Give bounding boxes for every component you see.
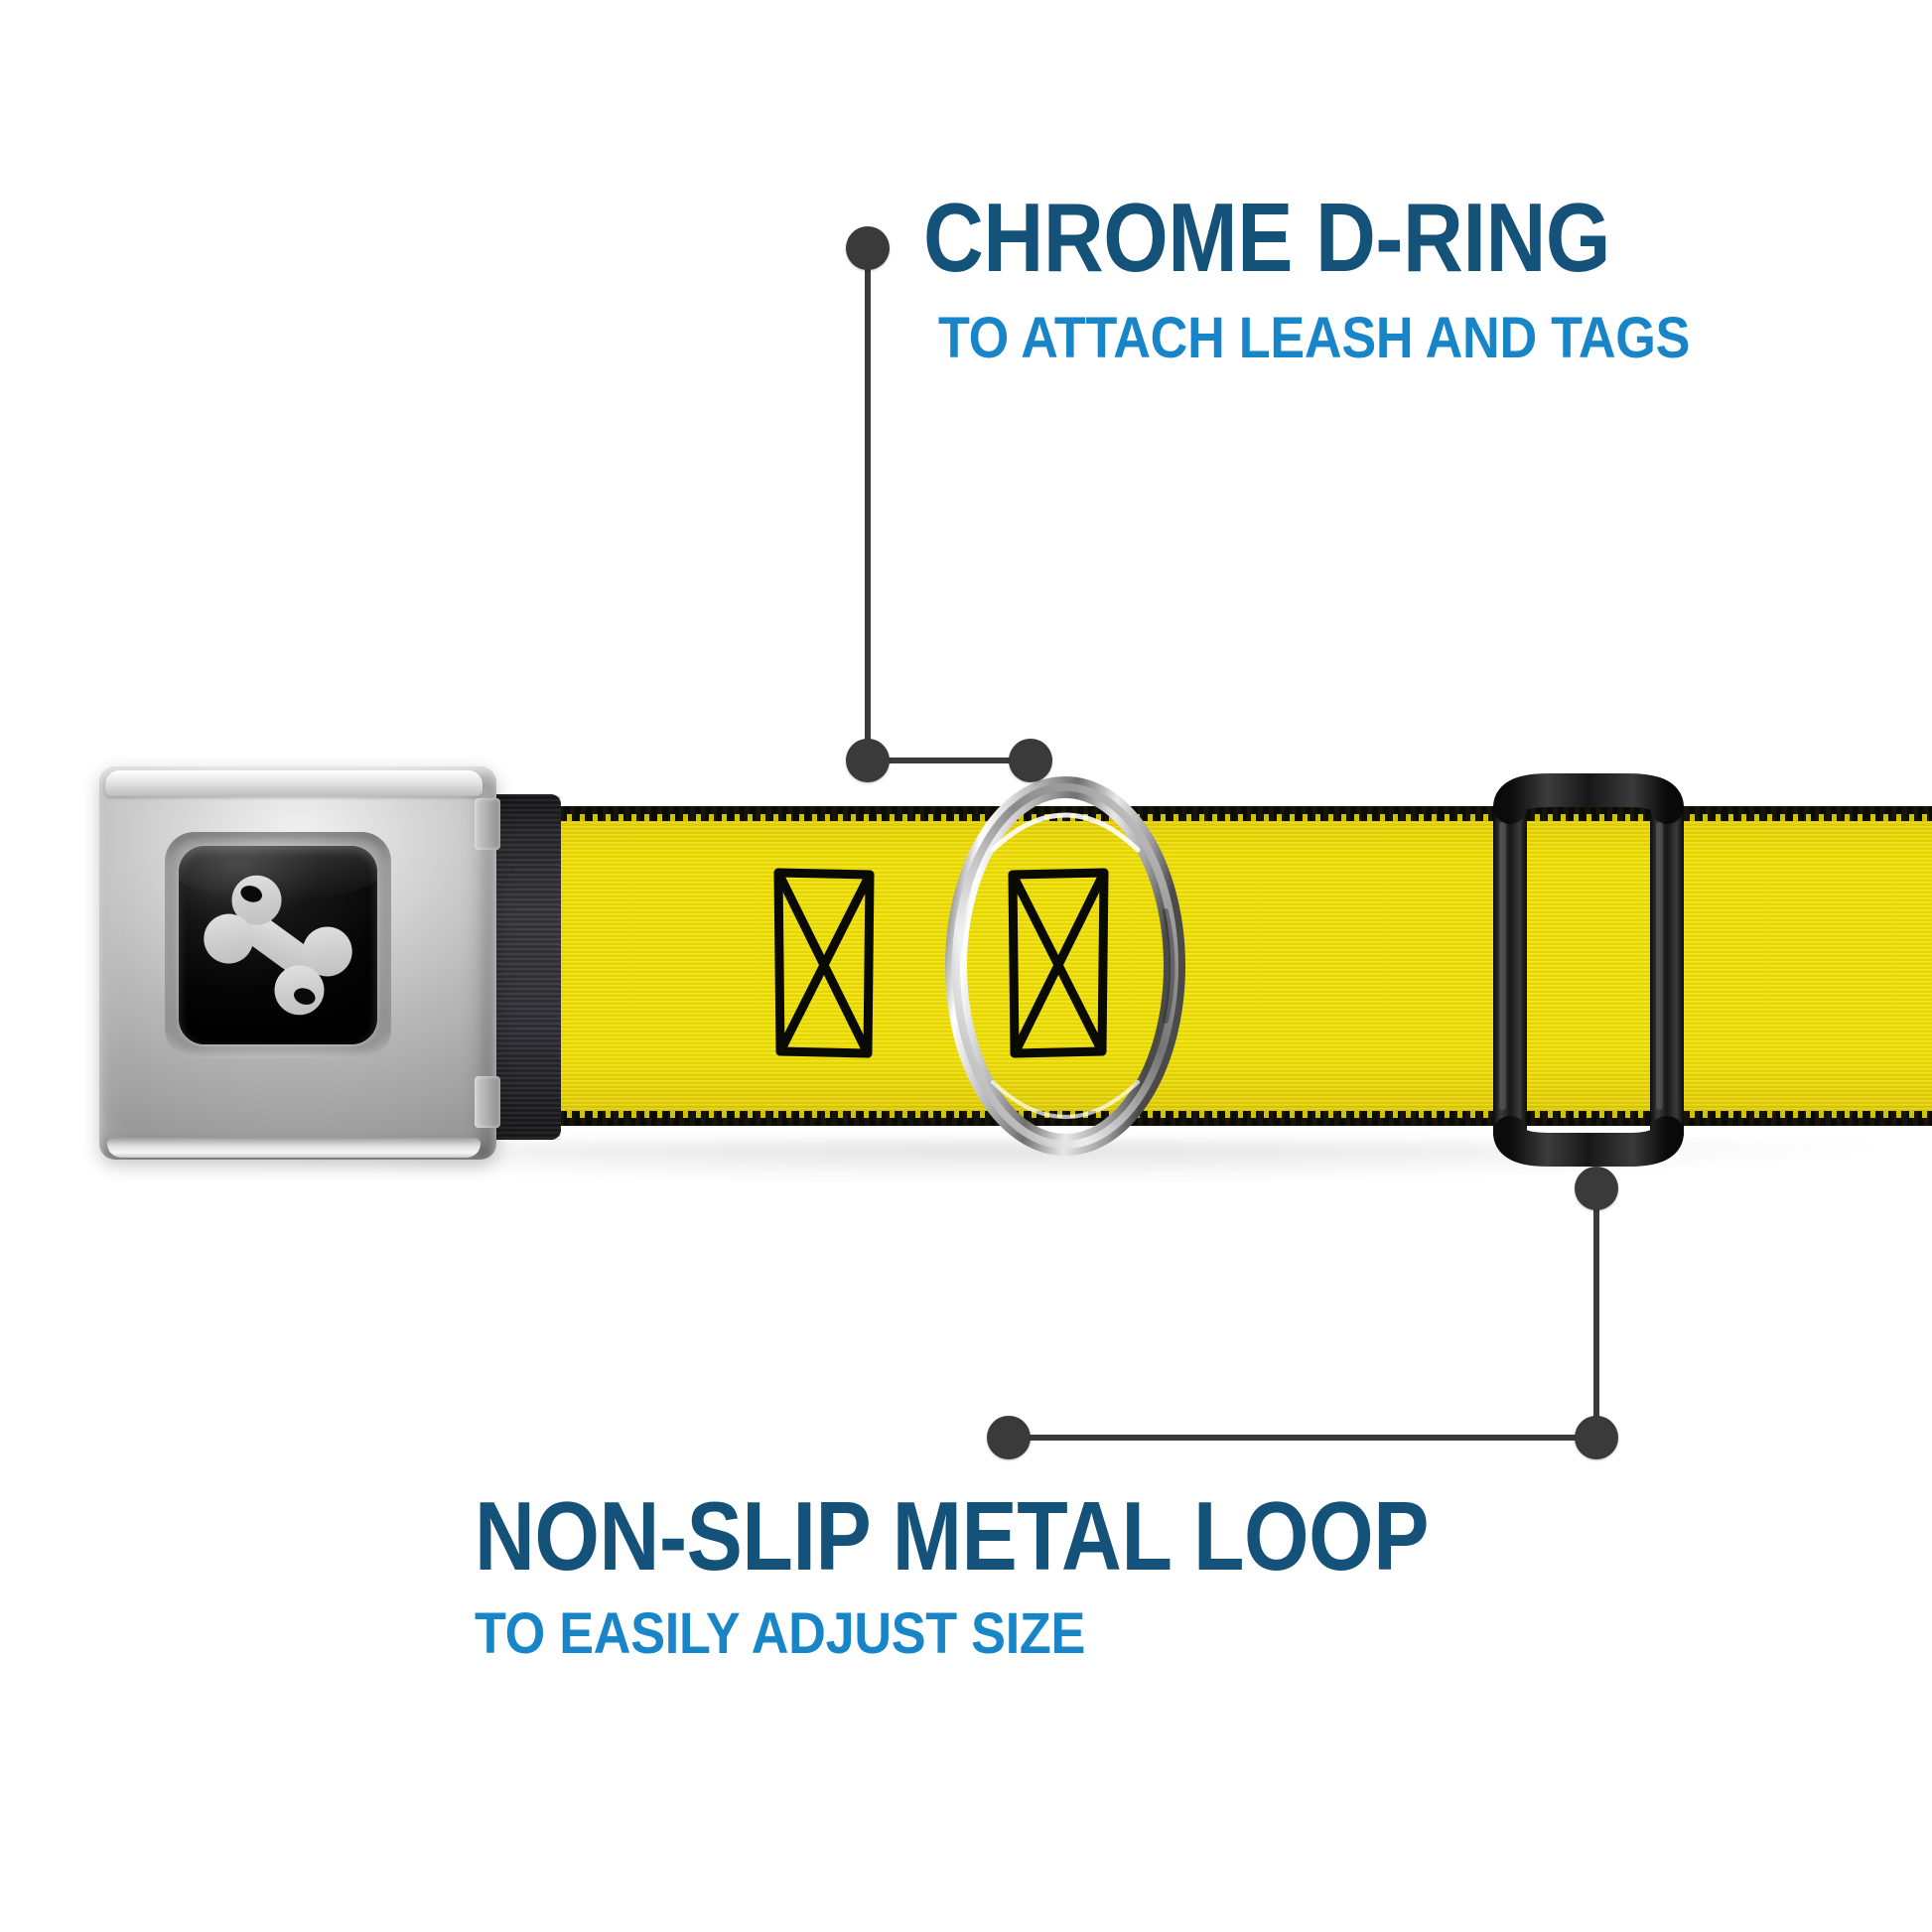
buckle-clip-top bbox=[475, 798, 500, 850]
leader-dot-icon bbox=[1009, 739, 1052, 782]
buckle-clip-bottom bbox=[475, 1076, 500, 1128]
callout-subtitle-non-slip-metal-loop: TO EASILY ADJUST SIZE bbox=[475, 1601, 1086, 1666]
buckle-logo-plate bbox=[179, 846, 377, 1044]
leader-line-horizontal-metal-loop bbox=[1007, 1435, 1596, 1441]
buckle-top-lip bbox=[105, 770, 483, 796]
seatbelt-buckle[interactable] bbox=[99, 766, 500, 1160]
leader-line-horizontal-d-ring bbox=[868, 758, 1033, 763]
callout-title-chrome-d-ring: CHROME D-RING bbox=[923, 183, 1611, 292]
leader-dot-icon bbox=[846, 739, 890, 782]
strap-core bbox=[477, 806, 1932, 1126]
leader-line-vertical-metal-loop bbox=[1593, 1186, 1599, 1441]
leader-dot-icon bbox=[846, 226, 890, 270]
dog-bone-icon bbox=[193, 862, 363, 1029]
leader-dot-icon bbox=[1575, 1167, 1618, 1210]
strap-edge-top bbox=[477, 806, 1932, 821]
leader-line-vertical-d-ring bbox=[865, 246, 871, 762]
leader-dot-icon bbox=[987, 1416, 1031, 1459]
d-ring-icon[interactable] bbox=[935, 772, 1195, 1160]
leader-dot-icon bbox=[1575, 1416, 1618, 1459]
callout-subtitle-chrome-d-ring: TO ATTACH LEASH AND TAGS bbox=[938, 306, 1691, 370]
callout-title-non-slip-metal-loop: NON-SLIP METAL LOOP bbox=[475, 1481, 1430, 1590]
webbing-strap bbox=[477, 806, 1932, 1126]
slide-loop-icon[interactable] bbox=[1487, 773, 1690, 1167]
buckle-bottom-lip bbox=[107, 1138, 481, 1158]
strap-edge-bottom bbox=[477, 1111, 1932, 1126]
